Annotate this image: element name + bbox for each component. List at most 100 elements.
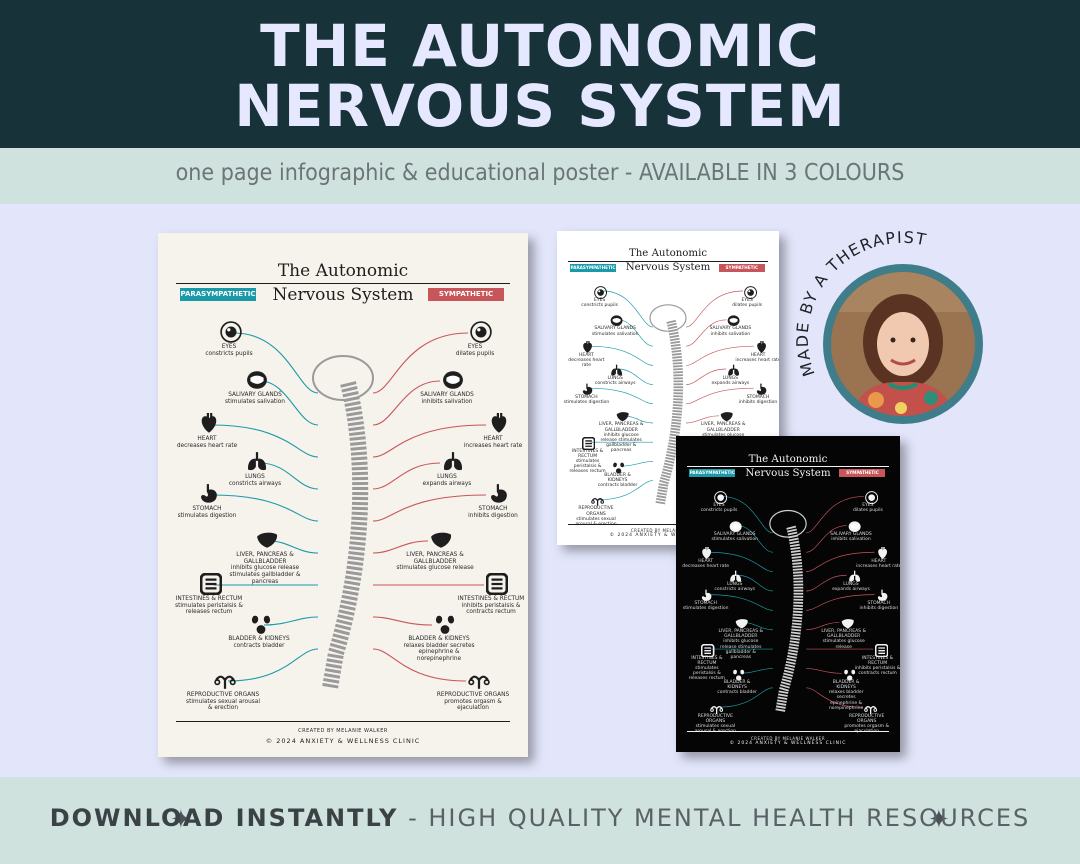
lungs-icon [442,451,464,477]
organ-effect: inhibits salivation [831,537,871,543]
organ-name: SALIVARY GLANDS [420,392,474,398]
poster-credit-author: CREATED BY MELANIE WALKER [298,728,388,734]
parasympathetic-nerve-line [620,461,654,467]
liver-icon [430,529,452,555]
organ-name: BLADDER & KIDNEYS [604,472,631,483]
parasympathetic-nerve-line [259,380,319,426]
sparkle-icon-left: ✦ [170,805,192,835]
organ-effect: constricts airways [228,480,282,487]
organ-name: EYES [593,297,606,303]
sympathetic-nerve-line [372,424,487,458]
eye-icon [594,284,608,303]
kidneys-icon [434,613,456,639]
parasympathetic-nerve-line [708,551,773,572]
organ-effect: decreases heart rate [176,442,238,449]
intestines-icon [485,572,509,599]
organ-effect: inhibits digestion [468,512,518,519]
brain-outline [649,304,687,332]
organ-effect: expands airways [711,380,750,386]
organ-effect: constricts pupils [700,508,738,514]
parasympathetic-nerve-line [211,494,319,522]
intestines-icon [199,572,223,599]
poster-credit-author: CREATED BY MELANIE WALKER [750,735,826,741]
mouth-icon [610,313,623,332]
sympathetic-badge: SYMPATHETIC [428,288,504,301]
subtitle-bar [0,148,1080,204]
lungs-icon [848,568,861,587]
organ-name: LUNGS [607,375,623,381]
organ-name: LIVER, PANCREAS & GALLBLADDER [406,552,464,565]
organ-name: INTESTINES & RECTUM [861,655,894,666]
organ-name: INTESTINES & RECTUM [571,448,604,459]
organ-effect: inhibits peristalsis & contracts rectum [854,666,900,677]
parasympathetic-nerve-line [598,480,654,501]
organ-name: BLADDER & KIDNEYS [832,679,860,691]
sympathetic-nerve-line [806,525,847,553]
organ-effect: expands airways [422,480,472,487]
organ-name: EYES [221,344,237,350]
sympathetic-nerve-line [685,387,754,405]
organ-name: LIVER, PANCREAS & GALLBLADDER [700,422,746,433]
organ-effect: inhibits digestion [859,606,899,612]
organ-name: HEART [750,352,766,358]
organ-name: SALIVARY GLANDS [594,326,636,332]
heart-icon [488,413,510,439]
spine-column [775,525,804,713]
footer-text: DOWNLOAD INSTANTLY - HIGH QUALITY MENTAL… [0,804,1080,832]
parasympathetic-nerve-line [263,616,319,626]
organ-effect: stimulates digestion [563,399,610,405]
main-title-line2: NERVOUS SYSTEM [234,72,846,140]
poster-bottom-rule [567,523,769,525]
heart-icon [700,545,713,564]
organ-name: HEART [483,436,503,442]
parasympathetic-nerve-line [718,687,773,708]
liver-icon [841,615,854,634]
organ-effect: constricts airways [594,380,636,386]
parasympathetic-nerve-line [737,574,773,592]
organ-effect: decreases heart rate [682,564,730,570]
organ-effect: dilates pupils [455,350,495,357]
organ-name: HEART [197,436,217,442]
sympathetic-nerve-line [372,648,467,682]
parasympathetic-nerve-line [227,648,319,682]
organ-effect: inhibits salivation [710,331,751,337]
organ-name: STOMACH [575,394,598,400]
intestines-icon [701,642,715,661]
liver-icon [616,409,629,428]
stomach-icon [198,483,220,509]
organ-effect: stimulates glucose release [396,565,474,572]
parasympathetic-nerve-line [589,387,654,405]
organ-name: STOMACH [192,506,222,512]
spine-column [322,381,369,690]
organ-name: LIVER, PANCREAS & GALLBLADDER [236,552,294,565]
eye-icon [865,489,879,508]
organ-effect: stimulates sexual arousal & erection [695,724,736,734]
poster-title-rule [176,283,510,284]
parasympathetic-nerve-line [602,290,654,328]
organ-effect: stimulates glucose release [822,639,865,650]
organ-effect: stimulates salivation [711,537,758,543]
organ-name: EYES [467,344,483,350]
